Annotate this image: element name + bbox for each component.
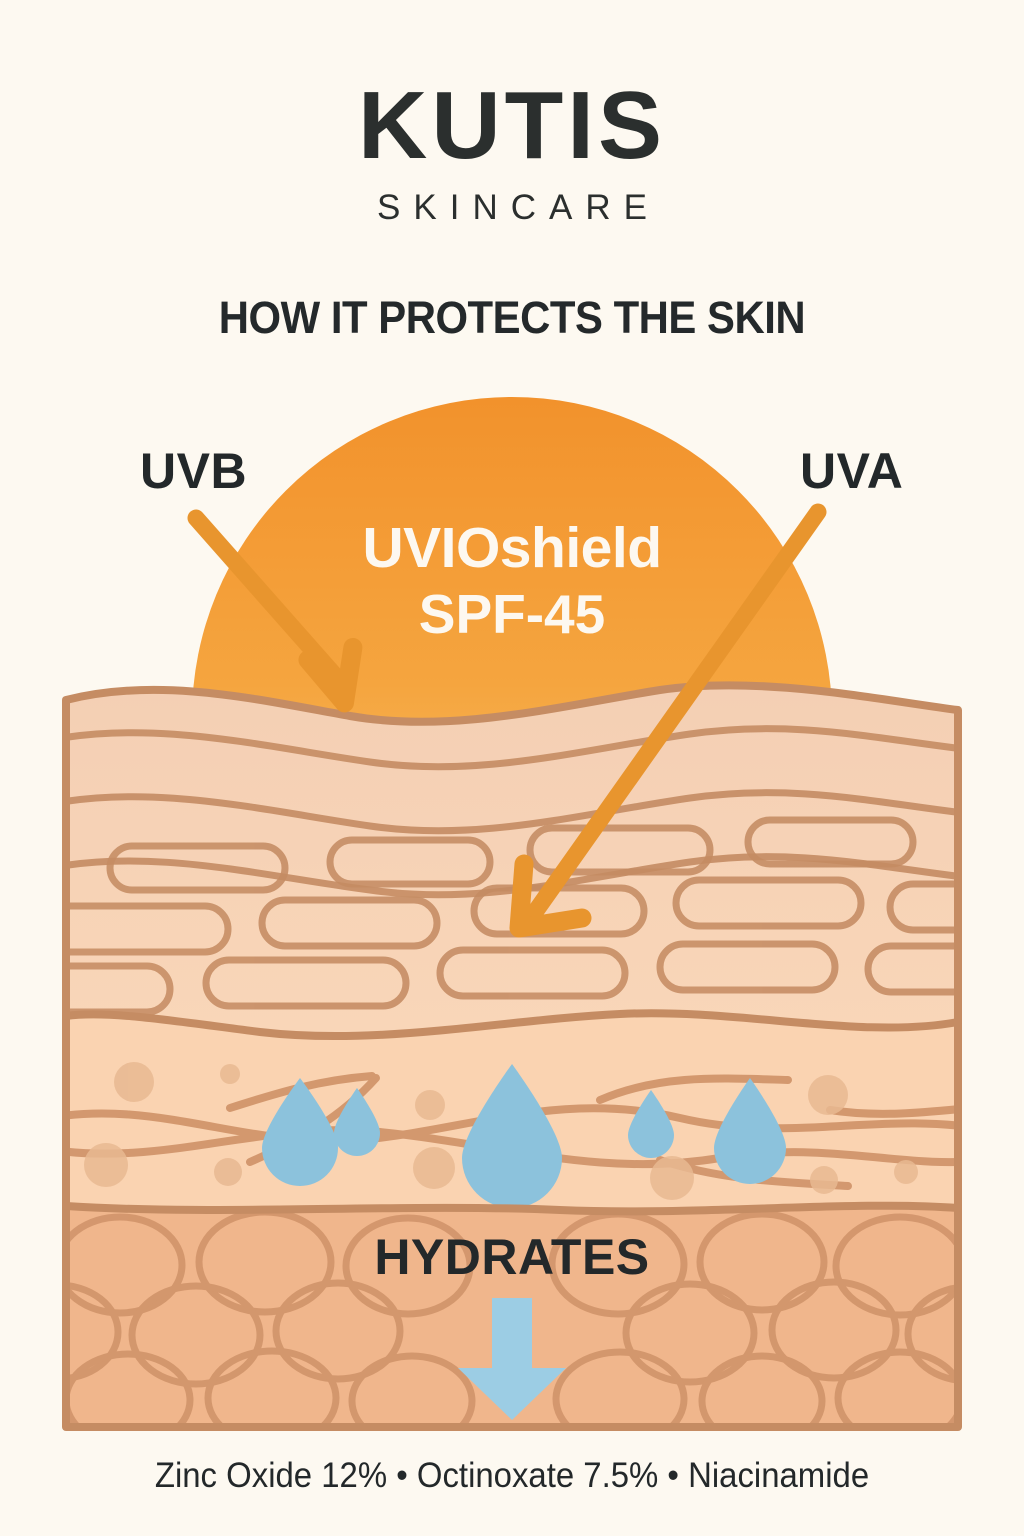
hydrates-label: HYDRATES xyxy=(374,1229,650,1285)
brand-header: KUTIS SKINCARE xyxy=(0,78,1024,228)
uvb-arrow xyxy=(187,509,363,713)
uva-label: UVA xyxy=(800,443,904,499)
brand-name: KUTIS xyxy=(358,72,666,179)
water-droplet xyxy=(334,1088,380,1156)
uva-arrow xyxy=(509,503,827,938)
page-headline: HOW IT PROTECTS THE SKIN xyxy=(218,292,806,343)
water-droplet xyxy=(462,1064,562,1208)
water-droplet xyxy=(714,1078,786,1184)
uvb-label: UVB xyxy=(140,443,248,499)
dermis-layer xyxy=(66,1013,958,1212)
dermis-cell-group xyxy=(84,1062,918,1200)
dermis-hypodermis-divider xyxy=(62,1201,962,1216)
water-droplet xyxy=(628,1090,674,1158)
down-arrow-icon xyxy=(458,1298,566,1420)
skin-block-outline xyxy=(62,681,962,1431)
epidermis-layer xyxy=(66,685,958,1037)
epidermis-dermis-divider xyxy=(62,1009,962,1041)
water-droplet-group xyxy=(262,1064,786,1208)
water-droplet xyxy=(262,1078,338,1186)
keratinocyte-group xyxy=(66,816,958,1016)
ingredients-footer: Zinc Oxide 12% • Octinoxate 7.5% • Niaci… xyxy=(154,1456,870,1495)
brand-tagline: SKINCARE xyxy=(377,188,660,227)
